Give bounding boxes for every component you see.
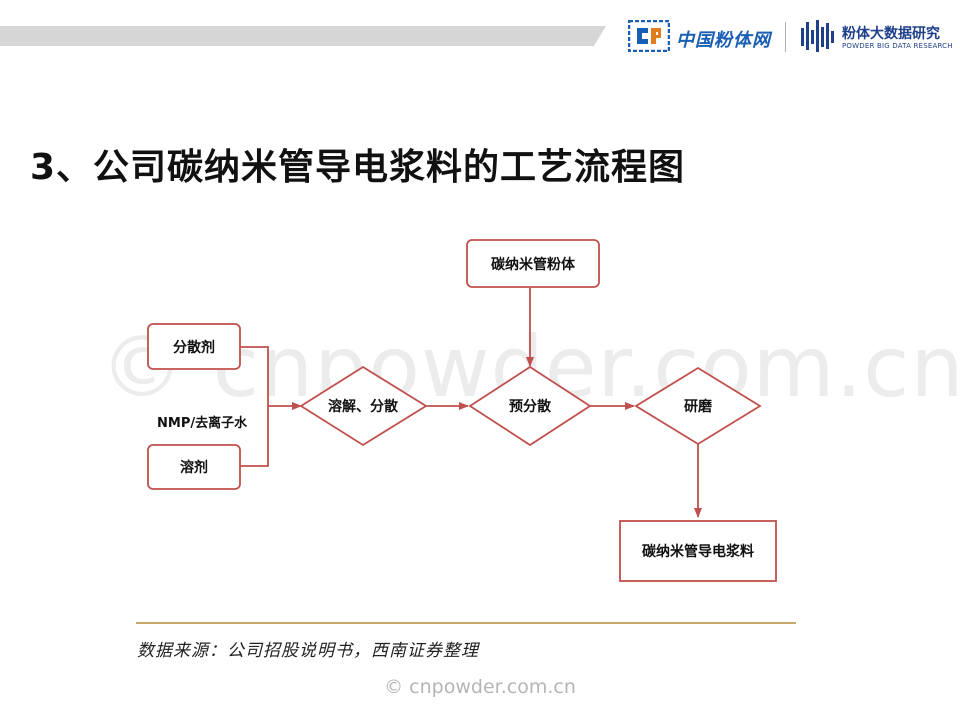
node-cnt-powder-label: 碳纳米管粉体 bbox=[491, 256, 576, 273]
node-dispersant-label: 分散剂 bbox=[173, 339, 215, 356]
node-grind-diamond bbox=[634, 366, 762, 446]
source-note: 数据来源：公司招股说明书，西南证券整理 bbox=[137, 641, 479, 661]
node-cnt-powder: 碳纳米管粉体 bbox=[466, 239, 600, 288]
node-dispersant: 分散剂 bbox=[147, 323, 241, 370]
node-dissolve-disperse-diamond bbox=[299, 365, 428, 447]
node-pre-disperse-label: 预分散 bbox=[509, 398, 552, 415]
node-cnt-powder-box bbox=[466, 239, 600, 288]
node-cnt-slurry-label: 碳纳米管导电浆料 bbox=[642, 543, 754, 560]
logo-divider bbox=[785, 22, 786, 52]
source-divider bbox=[136, 622, 796, 624]
big-data-logo-subtext: POWDER BIG DATA RESEARCH bbox=[842, 42, 953, 50]
connector-dispersant-join bbox=[240, 346, 269, 406]
page-title: 3、公司碳纳米管导电浆料的工艺流程图 bbox=[30, 147, 686, 188]
node-dispersant-box bbox=[147, 323, 241, 370]
connectors bbox=[240, 288, 702, 518]
cnpowder-logo-text: 中国粉体网 bbox=[676, 30, 771, 51]
node-solvent-label: 溶剂 bbox=[180, 459, 208, 476]
node-pre-disperse: 预分散 bbox=[468, 365, 592, 447]
node-pre-disperse-diamond bbox=[468, 365, 592, 447]
header-bar bbox=[0, 26, 606, 46]
node-dissolve-disperse-label: 溶解、分散 bbox=[328, 398, 399, 415]
big-data-logo-icon bbox=[801, 20, 834, 52]
node-grind-label: 研磨 bbox=[684, 398, 713, 415]
node-cnt-slurry: 碳纳米管导电浆料 bbox=[619, 520, 777, 582]
connector-solvent-join bbox=[240, 406, 269, 467]
cnpowder-logo-icon bbox=[628, 20, 670, 52]
big-data-logo-text: 粉体大数据研究 bbox=[842, 26, 940, 42]
node-dissolve-disperse: 溶解、分散 bbox=[299, 365, 428, 447]
solvent-type-label: NMP/去离子水 bbox=[157, 415, 248, 431]
header-logos: 中国粉体网 粉体大数据研究 POWDER BIG DATA RESEARCH bbox=[628, 14, 953, 58]
node-solvent-box bbox=[147, 444, 241, 490]
node-solvent: 溶剂 bbox=[147, 444, 241, 490]
node-cnt-slurry-box bbox=[619, 520, 777, 582]
node-grind: 研磨 bbox=[634, 366, 762, 446]
bottom-watermark: © cnpowder.com.cn bbox=[384, 676, 576, 698]
